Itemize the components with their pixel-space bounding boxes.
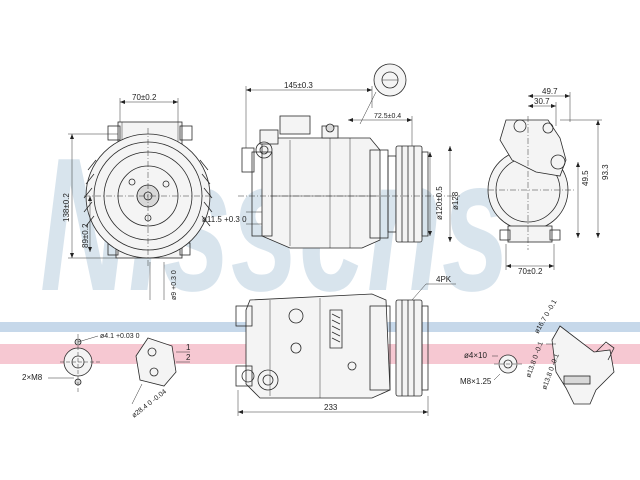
- left-fitting-thread-dim: 2×M8: [22, 373, 43, 382]
- bottom-view: 4PK 233: [235, 275, 456, 416]
- rear-height-dim: 93.3: [601, 164, 610, 180]
- front-height-dim: 138±0.2: [62, 193, 71, 222]
- right-fitting-thread-dim: M8×1.25: [460, 377, 492, 386]
- rear-top-inner-dim: 30.7: [534, 97, 550, 106]
- side-offset-dim: 72.5±0.4: [374, 113, 401, 120]
- left-fitting-dia-dim: ø28.4 0 -0.04: [131, 388, 168, 419]
- front-view: 70±0.2 138±0.2 89±0.2 ø9 +0.3 0: [62, 93, 213, 300]
- left-fitting-hole-dim: ø4.1 +0.03 0: [100, 333, 140, 340]
- front-hole-dim: ø9 +0.3 0: [171, 270, 178, 300]
- rear-top-outer-dim: 49.7: [542, 87, 558, 96]
- rear-view: 49.7 30.7 93.3 49.5 70±0.2: [487, 87, 610, 276]
- pulley-outer-dia-dim: ø128: [451, 191, 460, 210]
- right-fitting-hole-dim: ø4×10: [464, 351, 487, 360]
- side-hole-dim: ø11.5 +0.3 0: [202, 215, 247, 224]
- side-length-dim: 145±0.3: [284, 81, 313, 90]
- rear-offset-dim: 49.5: [581, 170, 590, 186]
- front-width-dim: 70±0.2: [132, 93, 157, 102]
- side-view: 145±0.3 72.5±0.4 ø11.5 +0.3 0 ø120±0.5 ø…: [202, 63, 460, 249]
- left-fitting-h1-dim: 2: [186, 353, 191, 362]
- overall-length-dim: 233: [324, 403, 338, 412]
- belt-type-label: 4PK: [436, 275, 452, 284]
- front-inner-height-dim: 89±0.2: [81, 223, 90, 248]
- rear-bottom-dim: 70±0.2: [518, 267, 543, 276]
- left-fitting-h2-dim: 1: [186, 343, 191, 352]
- pulley-inner-dia-dim: ø120±0.5: [435, 186, 444, 220]
